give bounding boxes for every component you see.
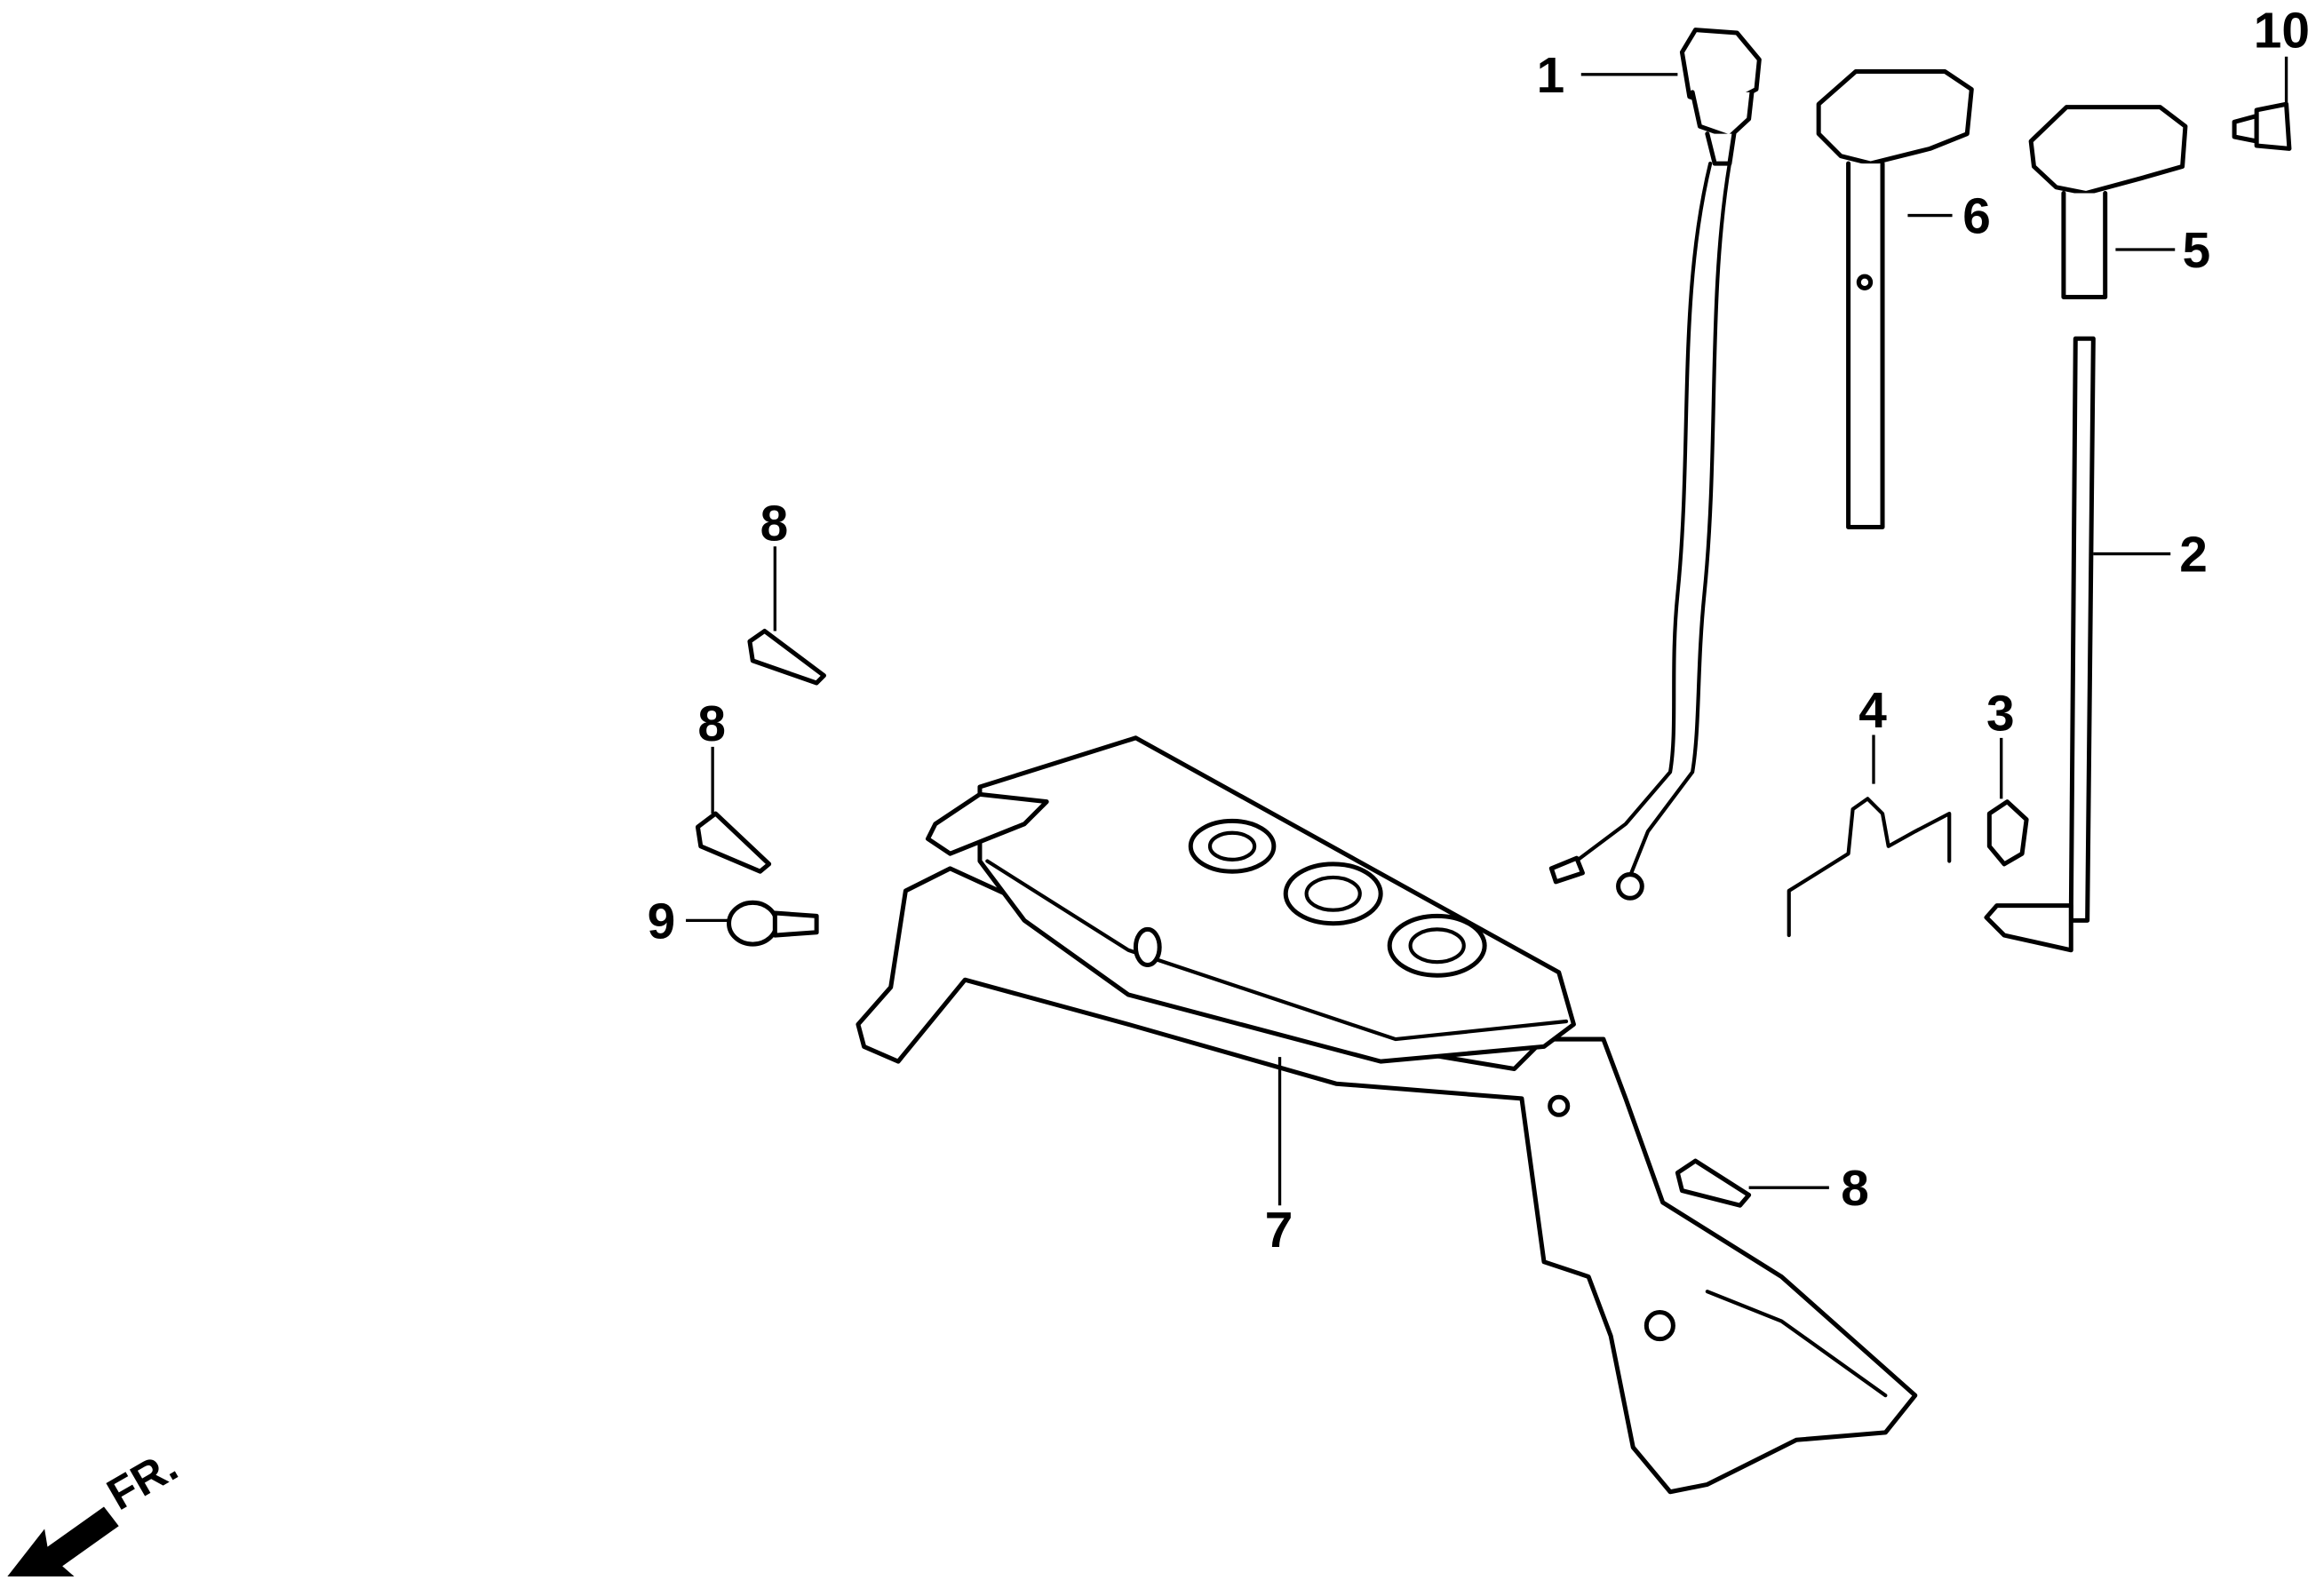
callout-4: 4 [1858, 683, 1887, 739]
part-2-rod [1984, 336, 2096, 953]
part-10-screw [2232, 101, 2292, 151]
front-direction-arrow: FR. [7, 1441, 186, 1577]
part-8-grommet-a [747, 628, 826, 686]
part-1-dipstick [1548, 28, 1762, 901]
part-6-knob-long [1816, 68, 1974, 530]
callout-2: 2 [2179, 528, 2208, 584]
callout-5: 5 [2183, 223, 2211, 279]
part-4-wire-spring [1787, 797, 1952, 938]
part-8-grommet-c [1675, 1158, 1752, 1208]
front-label: FR. [99, 1441, 186, 1520]
callout-10: 10 [2254, 4, 2310, 60]
callout-8c: 8 [1841, 1161, 1869, 1217]
callout-3: 3 [1986, 686, 2015, 742]
part-7-bracket-cover [856, 735, 1918, 1495]
callout-1: 1 [1537, 48, 1565, 104]
part-9-bolt [727, 900, 819, 947]
callout-6: 6 [1962, 189, 1991, 245]
part-8-grommet-b [695, 811, 772, 874]
callout-8a: 8 [760, 496, 789, 552]
part-5-knob-short [2028, 105, 2188, 299]
callout-7: 7 [1265, 1203, 1293, 1259]
callout-8b: 8 [697, 696, 726, 752]
callout-9: 9 [648, 893, 676, 949]
part-3-clip [1986, 799, 2029, 867]
